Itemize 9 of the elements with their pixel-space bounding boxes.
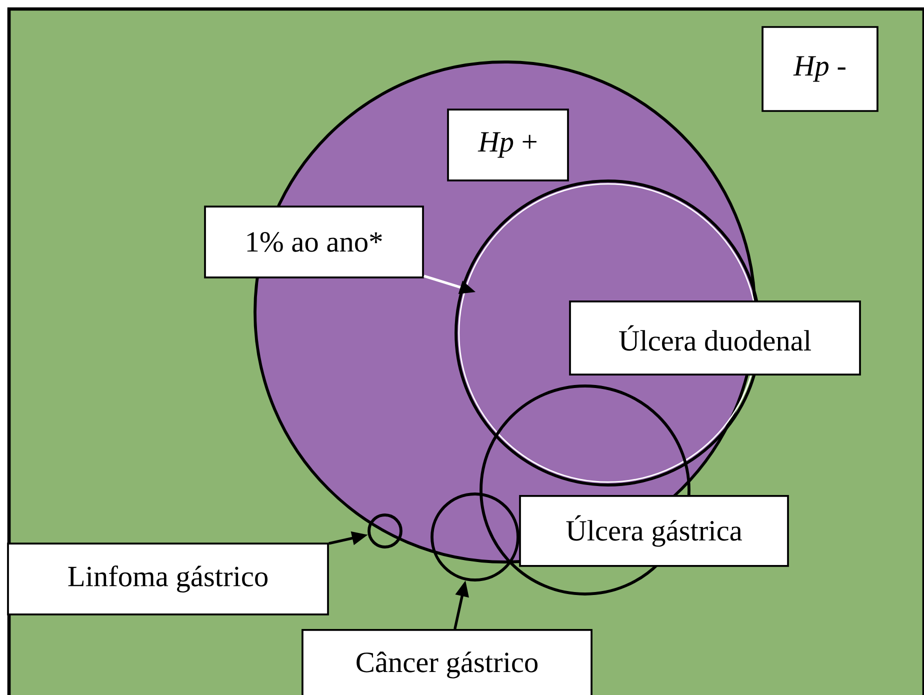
cancer-circle bbox=[430, 492, 520, 582]
label-box: Hp - bbox=[762, 26, 878, 112]
label-box: Câncer gástrico bbox=[302, 629, 592, 695]
label-box: Úlcera gástrica bbox=[519, 495, 789, 567]
label-box: Úlcera duodenal bbox=[569, 300, 861, 376]
lymphoma-circle bbox=[368, 514, 402, 548]
label-box: Linfoma gástrico bbox=[7, 542, 329, 616]
label-box: 1% ao ano* bbox=[204, 206, 424, 278]
label-box: Hp + bbox=[447, 108, 569, 182]
